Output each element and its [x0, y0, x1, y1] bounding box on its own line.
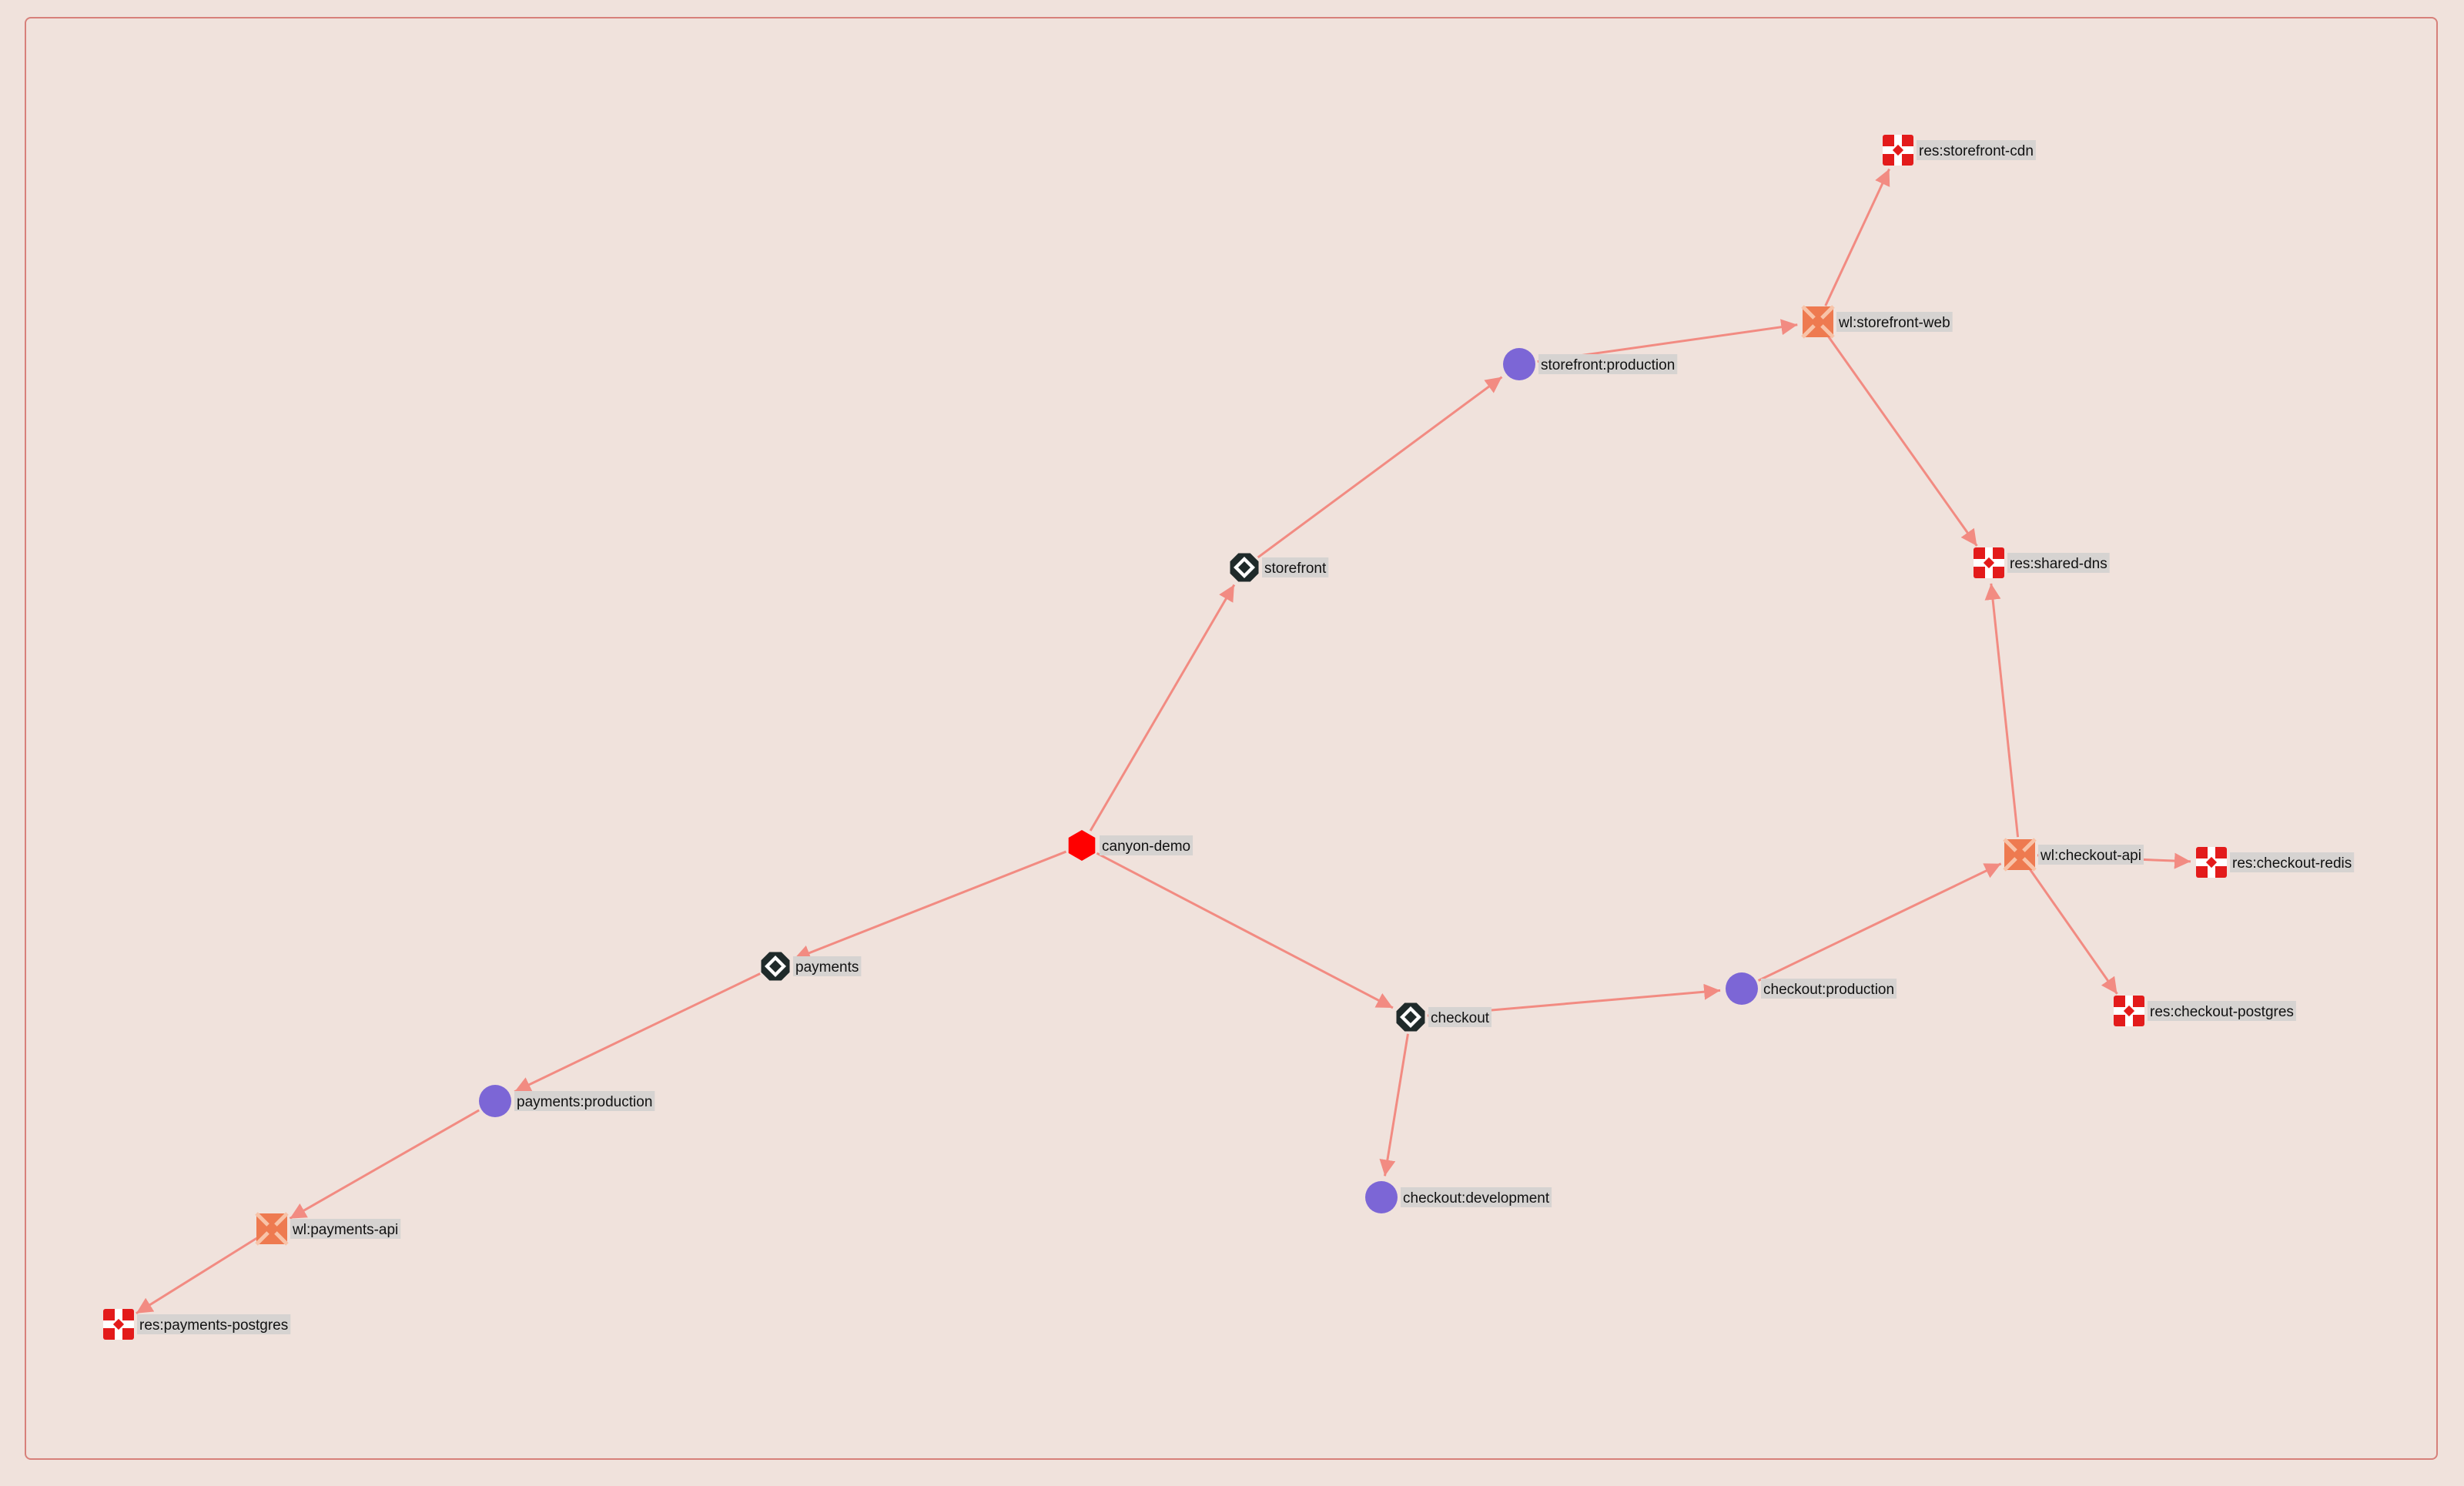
node-label-background [2230, 852, 2355, 872]
node-label: checkout:development [1403, 1190, 1550, 1207]
diamond-badge-icon [1230, 553, 1259, 582]
node-label-background [2038, 845, 2144, 865]
node-label-background [1100, 835, 1194, 855]
node-payments-production[interactable]: payments:production [479, 1085, 655, 1117]
node-label: wl:storefront-web [1838, 315, 1950, 331]
node-label: wl:payments-api [292, 1222, 398, 1238]
node-label: res:storefront-cdn [1919, 143, 2034, 159]
node-label: canyon-demo [1102, 838, 1190, 855]
hexagon-icon [1068, 830, 1096, 861]
edge-wl-payments-api-to-res-payments-postgres [136, 1237, 258, 1314]
circle-icon [1503, 348, 1535, 380]
node-label-background [793, 956, 862, 976]
node-label: res:shared-dns [2010, 556, 2107, 572]
graph-canvas[interactable] [25, 17, 2438, 1460]
edge-wl-checkout-api-to-res-shared-dns [1984, 583, 2020, 838]
node-storefront[interactable]: storefront [1230, 553, 1329, 582]
diamond-badge-icon [1396, 1002, 1425, 1032]
node-label-background [1262, 557, 1329, 577]
edges-layer [136, 168, 2191, 1314]
node-label-background [1538, 354, 1678, 374]
resource-cross-icon [103, 1309, 134, 1340]
node-label-background [514, 1091, 655, 1111]
node-label-background [2007, 553, 2110, 573]
node-label-background [1917, 140, 2036, 160]
circle-icon [1726, 972, 1758, 1005]
node-res-storefront-cdn[interactable]: res:storefront-cdn [1883, 135, 2036, 166]
circle-icon [479, 1085, 511, 1117]
node-label: storefront [1264, 561, 1327, 577]
node-label: checkout:production [1763, 982, 1894, 998]
node-wl-storefront-web[interactable]: wl:storefront-web [1801, 305, 1953, 339]
resource-cross-icon [1883, 135, 1913, 166]
node-label-background [1761, 979, 1897, 999]
edge-storefront-to-storefront-production [1257, 376, 1503, 559]
nodes-layer: canyon-demo storefront payments checkout sto… [103, 135, 2355, 1340]
node-label: res:checkout-redis [2232, 855, 2352, 872]
node-checkout-development[interactable]: checkout:development [1365, 1181, 1552, 1213]
node-res-payments-postgres[interactable]: res:payments-postgres [103, 1309, 291, 1340]
node-label-background [1836, 312, 1953, 332]
edge-payments-to-payments-production [514, 972, 761, 1093]
node-label: checkout [1431, 1010, 1490, 1026]
edge-wl-storefront-web-to-res-shared-dns [1827, 335, 1978, 547]
workload-x-icon [2003, 838, 2037, 872]
node-label-background [1401, 1187, 1552, 1207]
node-res-checkout-redis[interactable]: res:checkout-redis [2196, 847, 2355, 878]
node-label: res:checkout-postgres [2150, 1004, 2294, 1020]
edge-canyon-demo-to-payments [793, 850, 1067, 961]
node-res-checkout-postgres[interactable]: res:checkout-postgres [2114, 996, 2296, 1026]
node-canyon-demo[interactable]: canyon-demo [1068, 830, 1194, 861]
edge-canyon-demo-to-checkout [1096, 852, 1394, 1009]
edge-wl-storefront-web-to-res-storefront-cdn [1824, 168, 1890, 306]
node-label: res:payments-postgres [139, 1317, 288, 1334]
node-checkout-production[interactable]: checkout:production [1726, 972, 1897, 1005]
edge-checkout-production-to-wl-checkout-api [1757, 862, 2002, 982]
node-payments[interactable]: payments [761, 952, 862, 981]
workload-x-icon [1801, 305, 1835, 339]
node-label: payments:production [517, 1094, 652, 1110]
edge-checkout-to-checkout-development [1379, 1033, 1409, 1176]
resource-cross-icon [2114, 996, 2144, 1026]
resource-cross-icon [2196, 847, 2227, 878]
node-storefront-production[interactable]: storefront:production [1503, 348, 1678, 380]
resource-cross-icon [1974, 547, 2004, 578]
diamond-badge-icon [761, 952, 790, 981]
node-label: storefront:production [1541, 357, 1675, 373]
circle-icon [1365, 1181, 1398, 1213]
node-checkout[interactable]: checkout [1396, 1002, 1492, 1032]
node-res-shared-dns[interactable]: res:shared-dns [1974, 547, 2110, 578]
edge-payments-production-to-wl-payments-api [289, 1109, 480, 1220]
edge-wl-checkout-api-to-res-checkout-postgres [2028, 868, 2118, 995]
edge-canyon-demo-to-storefront [1089, 584, 1236, 832]
node-wl-payments-api[interactable]: wl:payments-api [255, 1212, 401, 1246]
node-label: payments [795, 959, 859, 976]
node-label: wl:checkout-api [2040, 848, 2141, 864]
node-label-background [2148, 1001, 2296, 1021]
node-wl-checkout-api[interactable]: wl:checkout-api [2003, 838, 2144, 872]
workload-x-icon [255, 1212, 289, 1246]
node-label-background [290, 1219, 401, 1239]
node-label-background [137, 1314, 291, 1334]
node-label-background [1428, 1007, 1491, 1027]
